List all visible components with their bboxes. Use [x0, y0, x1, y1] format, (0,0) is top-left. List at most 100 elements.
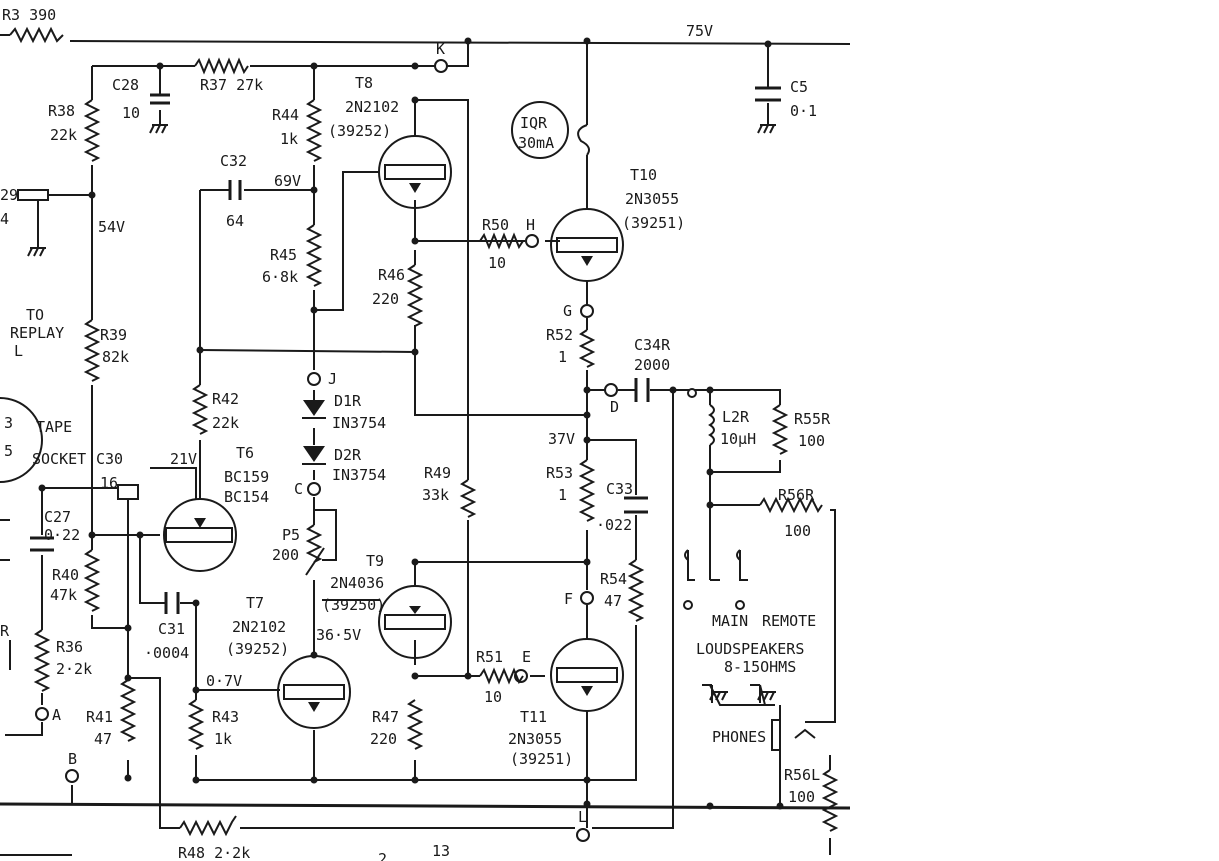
label-t8-type: 2N2102	[345, 98, 399, 116]
label-r52: R52	[546, 326, 573, 344]
r51	[479, 667, 524, 685]
label-r42-val: 22k	[212, 414, 239, 432]
label-r46-val: 220	[372, 290, 399, 308]
label-r41: R41	[86, 708, 113, 726]
label-r37: R37 27k	[200, 76, 263, 94]
label-r51: R51	[476, 648, 503, 666]
c5	[755, 86, 781, 102]
label-t7: T7	[246, 594, 264, 612]
t7-transistor	[277, 655, 351, 729]
label-2: 2	[378, 850, 387, 861]
label-r49: R49	[424, 464, 451, 482]
c34r	[634, 378, 650, 402]
label-tape: TAPE	[36, 418, 72, 436]
label-d: D	[610, 398, 619, 416]
r49	[459, 479, 477, 518]
label-replay: REPLAY	[10, 324, 64, 342]
label-r53-val: 1	[558, 486, 567, 504]
c29	[17, 189, 49, 201]
resistors	[9, 26, 839, 837]
d2r	[303, 446, 325, 462]
label-r43-val: 1k	[214, 730, 232, 748]
label-d1r: D1R	[334, 392, 362, 410]
r52	[578, 329, 596, 368]
label-r56l: R56L	[784, 766, 820, 784]
label-r3: R3 390	[2, 6, 56, 24]
label-remote: REMOTE	[762, 612, 816, 630]
label-c32: C32	[220, 152, 247, 170]
label-c30: C30	[96, 450, 123, 468]
label-r56r-val: 100	[784, 522, 811, 540]
label-c34r-val: 2000	[634, 356, 670, 374]
label-21v: 21V	[170, 450, 197, 468]
t10-transistor	[550, 208, 624, 282]
label-r38: R38	[48, 102, 75, 120]
label-n5: 5	[4, 442, 13, 460]
label-r56r: R56R	[778, 486, 815, 504]
r50	[479, 232, 524, 250]
labels: R3 390 75V C5 0·1 C28 10 R37 27k K T8 2N…	[0, 6, 831, 861]
label-c33-val: ·022	[596, 516, 632, 534]
label-r51-val: 10	[484, 688, 502, 706]
label-t11-code: (39251)	[510, 750, 573, 768]
r38	[83, 99, 101, 162]
label-r50-val: 10	[488, 254, 506, 272]
label-r40: R40	[52, 566, 79, 584]
label-f: F	[564, 590, 573, 608]
label-r44-val: 1k	[280, 130, 298, 148]
label-r50: R50	[482, 216, 509, 234]
label-to: TO	[26, 306, 44, 324]
r45	[305, 224, 323, 287]
r56r	[759, 496, 823, 514]
t6-transistor	[163, 498, 237, 572]
label-r48: R48 2·2k	[178, 844, 250, 861]
phones-jack	[771, 719, 781, 751]
label-t11-type: 2N3055	[508, 730, 562, 748]
label-c29: 29	[0, 186, 18, 204]
c28	[150, 93, 170, 105]
label-lower-l: L	[578, 808, 587, 826]
label-54v: 54V	[98, 218, 125, 236]
label-r55r: R55R	[794, 410, 831, 428]
label-p5: P5	[282, 526, 300, 544]
r42	[191, 384, 209, 435]
label-r55r-val: 100	[798, 432, 825, 450]
label-l: L	[14, 342, 23, 360]
iqr-meter	[511, 101, 569, 159]
label-365v: 36·5V	[316, 626, 361, 644]
label-r36: R36	[56, 638, 83, 656]
label-r40-val: 47k	[50, 586, 77, 604]
label-r54-val: 47	[604, 592, 622, 610]
label-r41-val: 47	[94, 730, 112, 748]
label-iqr-val: 30mA	[518, 134, 554, 152]
junction-dots	[38, 37, 784, 810]
label-l2r-val: 10µH	[720, 430, 756, 448]
label-c29-val: 4	[0, 210, 9, 228]
label-c30-val: 16	[100, 474, 118, 492]
label-r38-val: 22k	[50, 126, 77, 144]
c32	[228, 180, 242, 200]
label-r39-val: 82k	[102, 348, 129, 366]
label-l2r: L2R	[722, 408, 750, 426]
label-c: C	[294, 480, 303, 498]
label-r52-val: 1	[558, 348, 567, 366]
label-r39: R39	[100, 326, 127, 344]
c30	[117, 484, 139, 500]
label-t8-code: (39252)	[328, 122, 391, 140]
r3	[9, 26, 64, 44]
label-b: B	[68, 750, 77, 768]
label-t9: T9	[366, 552, 384, 570]
t9-transistor	[378, 585, 452, 659]
l2r-inductor	[708, 404, 715, 446]
label-main: MAIN	[712, 612, 748, 630]
r46	[406, 264, 424, 327]
label-07v: 0·7V	[206, 672, 242, 690]
label-r36-val: 2·2k	[56, 660, 92, 678]
label-r44: R44	[272, 106, 299, 124]
r37	[194, 57, 249, 75]
label-t6: T6	[236, 444, 254, 462]
r48	[179, 815, 237, 837]
label-d2r: D2R	[334, 446, 362, 464]
label-phones: PHONES	[712, 728, 766, 746]
